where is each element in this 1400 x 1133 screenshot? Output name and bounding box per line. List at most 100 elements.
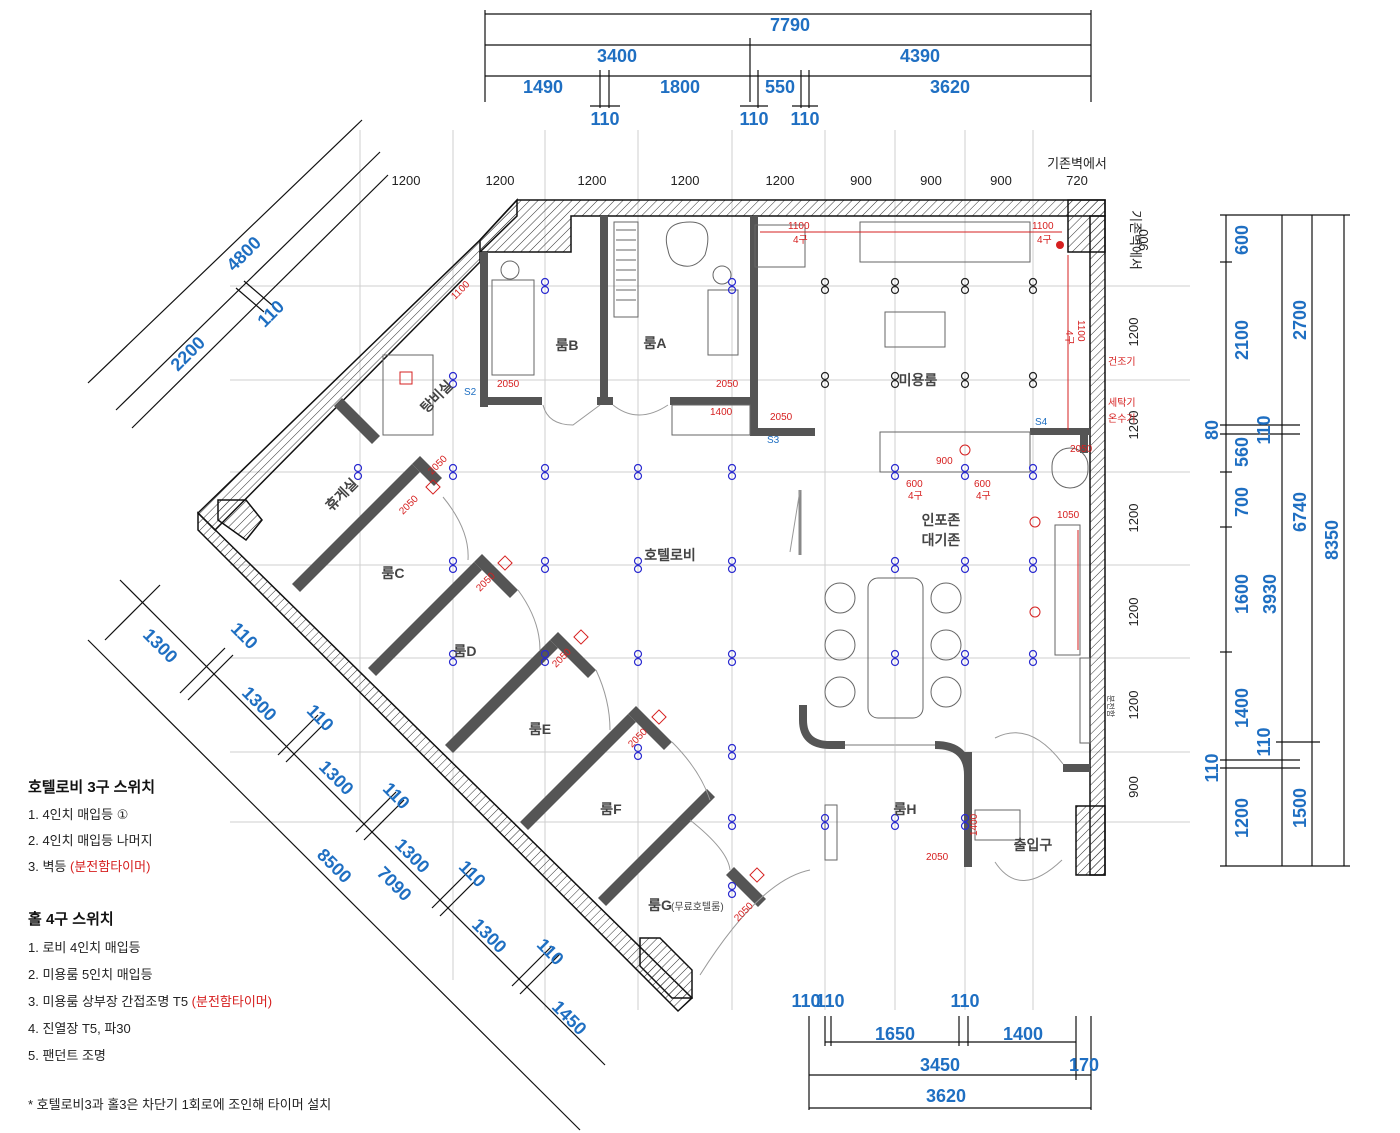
recessed-light-icon: [960, 556, 970, 566]
recessed-light-icon: [633, 743, 643, 753]
pendant-light-icon: [820, 277, 830, 287]
pendant-lights: [820, 277, 1038, 389]
recessed-light-icon: [1028, 463, 1038, 473]
electrical-runs: [399, 231, 1079, 883]
room-d-label: 룸D: [454, 643, 477, 659]
interior-walls: [292, 216, 1090, 907]
recessed-light-icon: [540, 471, 550, 481]
dim-550: 550: [765, 77, 795, 97]
recessed-light-icon: [820, 821, 830, 831]
recessed-lights: [353, 277, 1038, 899]
recessed-light-icon: [727, 743, 737, 753]
pendant-light-icon: [960, 371, 970, 381]
dim-b-110-1: 110: [791, 991, 820, 1011]
dim-3450: 3450: [920, 1055, 960, 1075]
grid-lines: [230, 130, 1190, 1010]
svg-text:900: 900: [990, 173, 1012, 188]
svg-text:720: 720: [1066, 173, 1088, 188]
recessed-light-icon: [890, 649, 900, 659]
svg-text:1100: 1100: [788, 221, 810, 232]
dim-3620: 3620: [930, 77, 970, 97]
svg-text:900: 900: [1126, 776, 1141, 798]
svg-text:온수기: 온수기: [1108, 413, 1136, 425]
recessed-light-icon: [890, 564, 900, 574]
legend-group2-item: 5. 팬던트 조명: [28, 1048, 106, 1063]
svg-text:4구: 4구: [976, 491, 991, 502]
svg-text:900: 900: [850, 173, 872, 188]
svg-text:1200: 1200: [1126, 691, 1141, 720]
recessed-light-icon: [540, 564, 550, 574]
door-swings: [442, 404, 1064, 976]
dim-diag-110-2: 110: [303, 700, 338, 735]
bath-label: 탕비실: [417, 377, 456, 416]
grid-spacing-right: 1200 1200 1200 1200 1200 900 900 기존벽에서: [1126, 210, 1151, 798]
recessed-light-icon: [960, 649, 970, 659]
svg-text:1400: 1400: [969, 813, 980, 836]
dim-8350: 8350: [1322, 520, 1342, 560]
svg-text:1200: 1200: [1126, 598, 1141, 627]
dim-2100: 2100: [1232, 320, 1252, 360]
from-wall-right-label: 기존벽에서: [1128, 210, 1143, 270]
exterior-walls: [196, 198, 1106, 1013]
svg-text:1200: 1200: [1126, 318, 1141, 347]
dim-diag-1300-5: 1300: [468, 915, 510, 957]
svg-text:900: 900: [920, 173, 942, 188]
entrance-label: 출입구: [1014, 837, 1053, 853]
legend-group2-item: 3. 미용룸 상부장 간접조명 T5 (분전함타이머): [28, 994, 273, 1009]
svg-text:1200: 1200: [1126, 504, 1141, 533]
legend-group2-title: 홀 4구 스위치: [28, 911, 114, 928]
room-e-label: 룸E: [529, 721, 551, 737]
svg-text:4구: 4구: [793, 235, 808, 246]
recessed-light-icon: [727, 881, 737, 891]
dim-diag-110: 110: [253, 296, 288, 331]
recessed-light-icon: [727, 657, 737, 667]
dim-diag-1450: 1450: [548, 997, 590, 1039]
legend-group1-item: 1. 4인치 매입등 ①: [28, 807, 129, 822]
dim-b-110-3: 110: [950, 991, 979, 1011]
recessed-light-icon: [540, 657, 550, 667]
recessed-light-icon: [960, 657, 970, 667]
recessed-light-icon: [448, 463, 458, 473]
room-f-label: 룸F: [600, 801, 622, 817]
svg-text:600: 600: [906, 479, 923, 490]
room-h-label: 룸H: [894, 801, 917, 817]
pendant-light-icon: [820, 285, 830, 295]
pendant-light-icon: [1028, 379, 1038, 389]
svg-text:1200: 1200: [578, 173, 607, 188]
room-g-label: 룸G: [648, 897, 672, 913]
recessed-light-icon: [633, 556, 643, 566]
recessed-light-icon: [1028, 471, 1038, 481]
room-b-label: 룸B: [556, 337, 579, 353]
legend-group1-item: 2. 4인치 매입등 나머지: [28, 833, 153, 848]
dim-1600: 1600: [1232, 574, 1252, 614]
dim-110-b: 110: [739, 109, 768, 129]
dim-110-r1: 110: [1254, 415, 1274, 444]
recessed-light-icon: [890, 813, 900, 823]
svg-text:1100: 1100: [1075, 320, 1086, 342]
recessed-light-icon: [727, 889, 737, 899]
recessed-light-icon: [960, 463, 970, 473]
dim-1650: 1650: [875, 1024, 915, 1044]
dim-diag-110-3: 110: [379, 778, 414, 813]
svg-text:600: 600: [974, 479, 991, 490]
recessed-light-icon: [727, 751, 737, 761]
room-a-label: 룸A: [644, 335, 667, 351]
from-wall-top-label: 기존벽에서: [1047, 156, 1107, 171]
svg-text:1100: 1100: [1032, 221, 1054, 232]
recessed-light-icon: [540, 556, 550, 566]
room-labels: 룸B 룸A 미용룸 탕비실 휴게실 호텔로비 인포존 대기존 룸C 룸D 룸E …: [322, 335, 1116, 913]
pendant-light-icon: [890, 371, 900, 381]
recessed-light-icon: [727, 277, 737, 287]
recessed-light-icon: [960, 821, 970, 831]
svg-text:2050: 2050: [716, 379, 739, 390]
recessed-light-icon: [890, 556, 900, 566]
svg-text:2050: 2050: [426, 453, 450, 477]
dim-diag-1300-1: 1300: [139, 625, 181, 667]
recessed-light-icon: [540, 277, 550, 287]
top-dimensions: [484, 10, 1092, 108]
recessed-light-icon: [960, 471, 970, 481]
recessed-light-icon: [353, 471, 363, 481]
recessed-light-icon: [960, 813, 970, 823]
svg-text:4구: 4구: [1037, 235, 1052, 246]
svg-text:4구: 4구: [1063, 330, 1074, 345]
